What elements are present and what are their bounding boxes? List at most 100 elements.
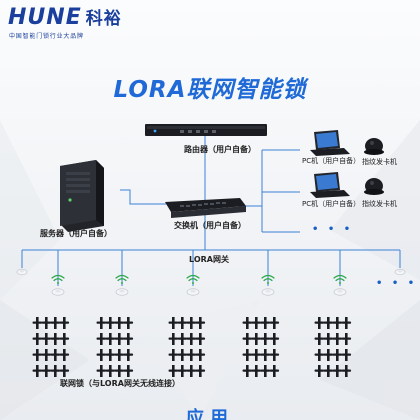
lock-icon (332, 317, 343, 329)
lock-icon (269, 317, 280, 329)
gateway-hub (51, 288, 65, 296)
laptop-device-2 (310, 172, 350, 198)
lock-icon (269, 333, 280, 345)
lock-icon (195, 333, 206, 345)
lock-icon (41, 333, 52, 345)
page-title: LORA联网智能锁 (113, 77, 307, 103)
lock-icon (269, 349, 280, 361)
lock-icon (195, 317, 206, 329)
lock-icon (59, 317, 70, 329)
lock-icon (323, 365, 334, 377)
lock-icon (251, 365, 262, 377)
lock-icon (242, 365, 253, 377)
lock-icon (123, 333, 134, 345)
lock-icon (96, 349, 107, 361)
lock-icon (314, 317, 325, 329)
router-device (145, 124, 267, 136)
lock-icon (50, 349, 61, 361)
lock-icon (168, 349, 179, 361)
lock-icon (177, 349, 188, 361)
lock-icon (323, 333, 334, 345)
lock-icon (96, 317, 107, 329)
brand-logo-text: HUNE (8, 5, 82, 30)
lock-icon (59, 349, 70, 361)
lock-icon (341, 349, 352, 361)
wifi-icon (186, 274, 200, 284)
lock-icon (242, 349, 253, 361)
brand-tagline: 中国智能门锁行业大品牌 (9, 33, 84, 40)
lock-icon (260, 349, 271, 361)
lock-icon (251, 349, 262, 361)
lock-icon (186, 365, 197, 377)
wifi-icon (333, 274, 347, 284)
lock-icon (41, 349, 52, 361)
wifi-icon (115, 274, 129, 284)
gateway-hub (261, 288, 275, 296)
issuer-label-1: 指纹发卡机 (362, 158, 397, 166)
lock-icon (50, 317, 61, 329)
lock-icon (123, 317, 134, 329)
lock-icon (114, 365, 125, 377)
lock-icon (260, 365, 271, 377)
lock-icon (59, 365, 70, 377)
lock-icon (260, 333, 271, 345)
lock-icon (186, 349, 197, 361)
lock-icon (341, 333, 352, 345)
lock-icon (105, 317, 116, 329)
server-label: 服务器（用户自备） (40, 229, 112, 238)
gateway-hubs (16, 268, 406, 296)
lock-icon (242, 317, 253, 329)
lock-clusters (32, 317, 352, 377)
lock-icon (260, 317, 271, 329)
lock-icon (186, 333, 197, 345)
pc-more-indicator: • • • (312, 224, 354, 235)
laptop-device-1 (310, 130, 350, 156)
lock-icon (251, 317, 262, 329)
lock-icon (242, 333, 253, 345)
switch-device (165, 198, 246, 218)
lock-icon (50, 365, 61, 377)
lock-icon (96, 333, 107, 345)
lock-icon (41, 365, 52, 377)
lock-icon (59, 333, 70, 345)
lock-icon (105, 349, 116, 361)
lock-icon (323, 317, 334, 329)
issuer-label-2: 指纹发卡机 (362, 200, 397, 208)
lock-icon (323, 349, 334, 361)
gateway-hub (333, 288, 347, 296)
gateway-label: LORA网关 (189, 255, 229, 264)
lock-icon (195, 365, 206, 377)
lock-icon (177, 365, 188, 377)
switch-label: 交换机（用户自备） (174, 221, 246, 230)
lock-icon (341, 365, 352, 377)
lock-icon (114, 317, 125, 329)
lock-icon (177, 317, 188, 329)
lock-icon (123, 349, 134, 361)
pc-label-2: PC机（用户自备） (302, 200, 361, 208)
lock-icon (114, 333, 125, 345)
gateway-more-indicator: • • • (376, 278, 418, 289)
lock-icon (168, 333, 179, 345)
lock-icon (341, 317, 352, 329)
lock-icon (50, 333, 61, 345)
lock-icon (123, 365, 134, 377)
fingerprint-issuer-1 (364, 138, 384, 155)
lock-icon (314, 333, 325, 345)
lock-icon (114, 349, 125, 361)
brand-logo-cn: 科裕 (85, 9, 122, 29)
lock-icon (177, 333, 188, 345)
lock-icon (332, 349, 343, 361)
gateway-hub (394, 268, 406, 276)
connection-lines (21, 136, 401, 286)
lock-icon (332, 333, 343, 345)
lock-icon (314, 365, 325, 377)
pc-label-1: PC机（用户自备） (302, 157, 361, 165)
lock-icon (186, 317, 197, 329)
gateway-hub (115, 288, 129, 296)
lock-icon (269, 365, 280, 377)
router-label: 路由器（用户自备） (184, 145, 256, 154)
lock-icon (32, 365, 43, 377)
